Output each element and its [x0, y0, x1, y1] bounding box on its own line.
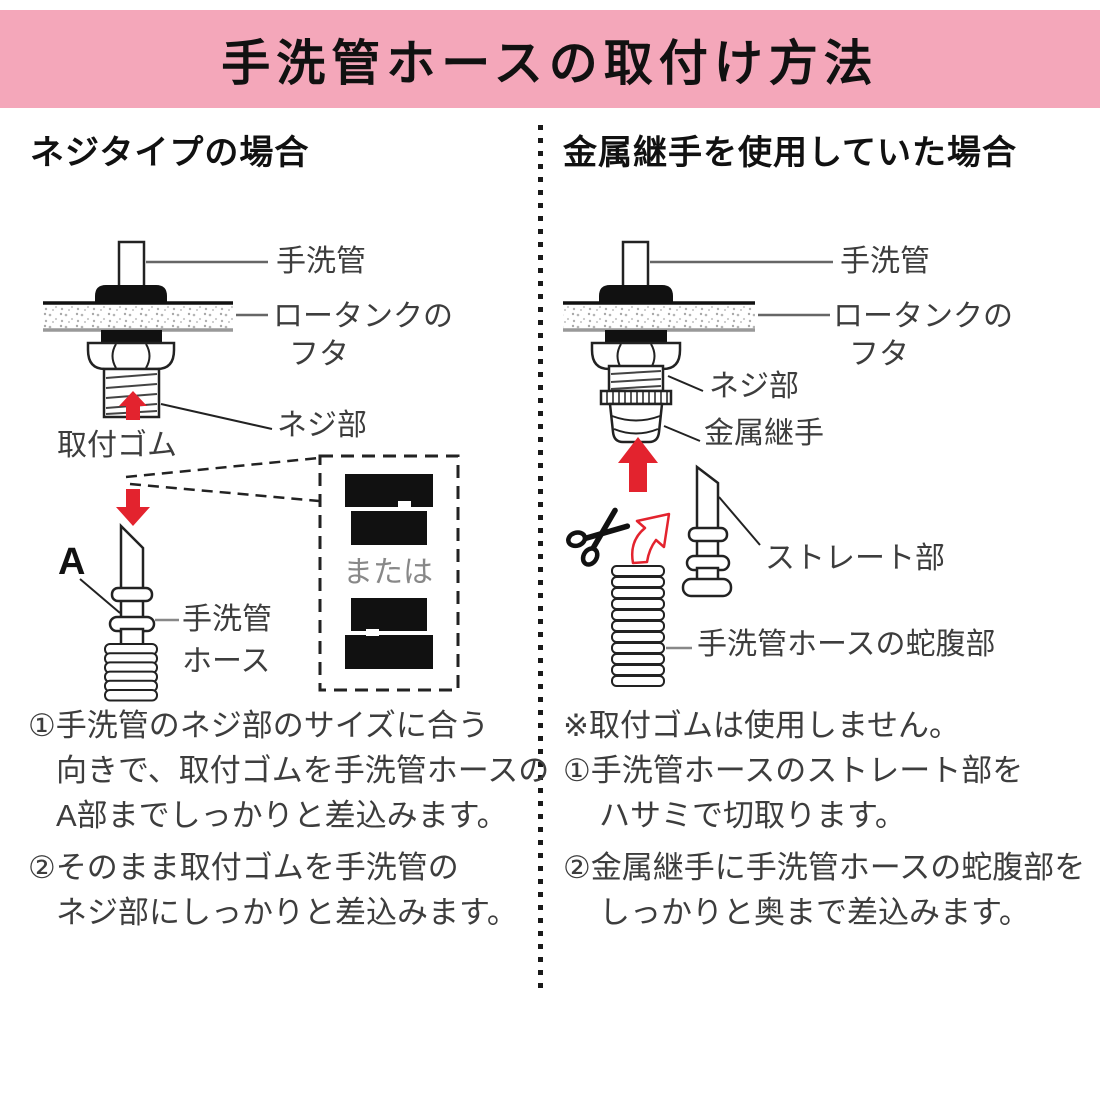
right-label-straight-part: ストレート部 — [765, 542, 945, 575]
right-pipe-assembly — [563, 240, 833, 444]
left-label-hose-2: ホース — [182, 645, 271, 678]
right-label-bellows: 手洗管ホースの蛇腹部 — [697, 628, 996, 661]
magnifier-dashed-lines — [125, 456, 320, 503]
left-label-pipe: 手洗管 — [276, 245, 366, 278]
red-arrow-up-large-icon — [618, 437, 658, 492]
instruction-line: 向きで、取付ゴムを手洗管ホースの — [56, 753, 550, 788]
right-label-screw-part: ネジ部 — [709, 370, 799, 403]
right-label-pipe: 手洗管 — [840, 245, 930, 278]
instruction-line: ②そのまま取付ゴムを手洗管の — [28, 850, 459, 885]
left-label-hose-1: 手洗管 — [182, 603, 272, 636]
page-title: 手洗管ホースの取付け方法 — [221, 36, 879, 91]
left-label-point-a: A — [58, 541, 86, 583]
instruction-line: ②金属継手に手洗管ホースの蛇腹部を — [563, 850, 1086, 885]
instruction-line: ①手洗管のネジ部のサイズに合う — [28, 708, 489, 743]
straight-part-piece — [681, 464, 761, 598]
instruction-line: A部までしっかりと差込みます。 — [56, 798, 508, 833]
right-instructions: ※取付ゴムは使用しません。 ①手洗管ホースのストレート部を ハサミで切取ります。… — [563, 703, 1086, 935]
left-label-tank-lid-1: ロータンクの — [273, 300, 453, 333]
instruction-line: ネジ部にしっかりと差込みます。 — [56, 895, 518, 930]
left-pipe-assembly — [43, 240, 273, 430]
red-arrow-up-small-icon — [119, 391, 147, 420]
scissors-icon — [566, 507, 631, 567]
left-label-mount-rubber: 取付ゴム — [57, 429, 177, 462]
right-column-heading: 金属継手を使用していた場合 — [563, 134, 1017, 172]
left-label-or: または — [343, 556, 433, 589]
column-divider — [538, 125, 543, 995]
red-curved-arrow-icon — [631, 512, 671, 565]
instruction-line: ①手洗管ホースのストレート部を — [563, 753, 1024, 788]
rubber-orientation-box — [318, 454, 460, 692]
right-bellows — [611, 565, 692, 687]
left-hose — [79, 522, 179, 702]
right-label-tank-lid-1: ロータンクの — [833, 300, 1013, 333]
right-label-metal-joint: 金属継手 — [704, 417, 824, 450]
title-banner: 手洗管ホースの取付け方法 — [0, 10, 1100, 108]
right-label-tank-lid-2: フタ — [849, 338, 909, 371]
left-column-heading: ネジタイプの場合 — [30, 134, 310, 172]
instruction-line: ※取付ゴムは使用しません。 — [563, 708, 961, 743]
instruction-line: ハサミで切取ります。 — [599, 798, 906, 833]
red-arrow-down-icon — [116, 489, 150, 526]
left-label-screw-part: ネジ部 — [277, 409, 367, 442]
instruction-line: しっかりと奥まで差込みます。 — [599, 895, 1030, 930]
left-instructions: ①手洗管のネジ部のサイズに合う 向きで、取付ゴムを手洗管ホースの A部までしっか… — [28, 703, 550, 935]
left-label-tank-lid-2: フタ — [289, 338, 349, 371]
